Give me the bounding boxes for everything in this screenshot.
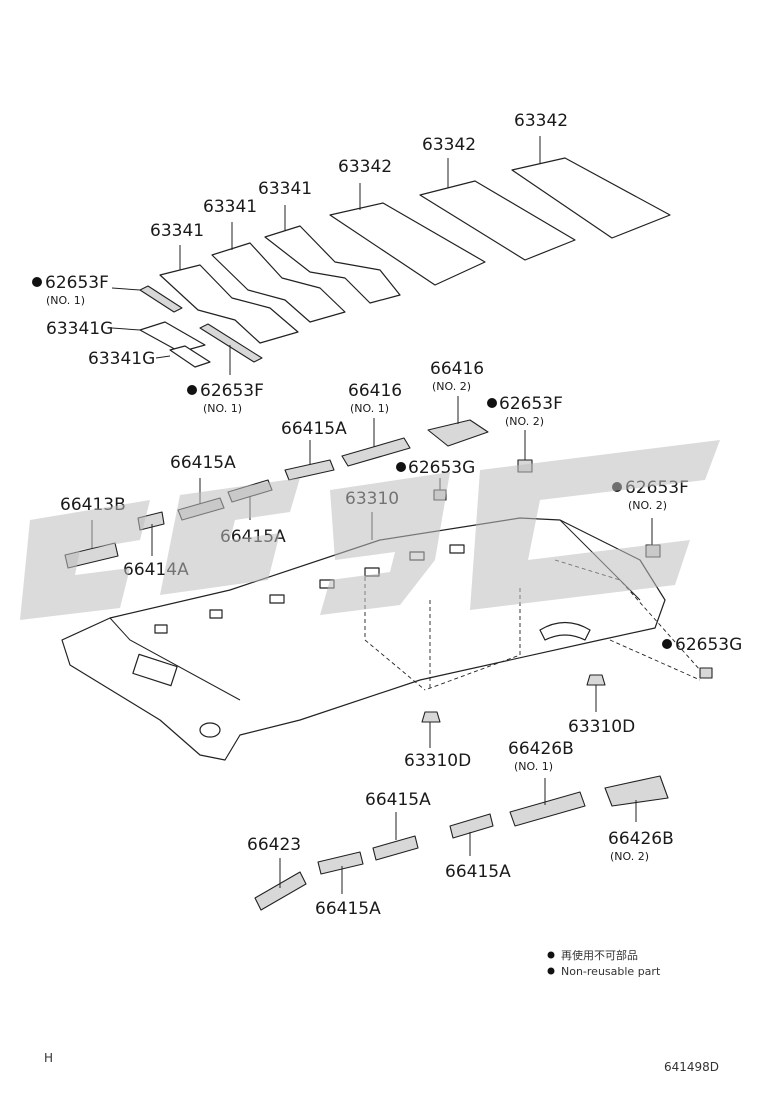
pad-63341g-a xyxy=(111,321,206,353)
pad-63342-right xyxy=(511,136,671,239)
label-62653f-no1-upper: 62653F xyxy=(45,273,109,293)
sublabel-62653f-no1-lower: (NO. 1) xyxy=(203,402,242,415)
label-63341-front: 63341 xyxy=(150,221,204,241)
label-62653g-upper: 62653G xyxy=(408,458,475,478)
clip-66423 xyxy=(254,858,307,911)
sublabel-62653f-no1-upper: (NO. 1) xyxy=(46,294,85,307)
label-66416-no1: 66416 xyxy=(348,381,402,401)
label-63310d-left: 63310D xyxy=(404,751,471,771)
clip-63310d-right xyxy=(586,674,606,712)
label-66415a-upper: 66415A xyxy=(281,419,347,439)
label-66415a-lower-b: 66415A xyxy=(445,862,511,882)
label-66426b-no1: 66426B xyxy=(508,739,574,759)
clip-66415a-lower-a xyxy=(372,812,419,861)
pad-63341-middle xyxy=(211,222,346,323)
non-reusable-dot xyxy=(487,398,497,408)
pad-63341-back xyxy=(264,205,401,304)
sublabel-66426b-no2: (NO. 2) xyxy=(610,850,649,863)
non-reusable-dot xyxy=(187,385,197,395)
legend-non-reusable-en: Non-reusable part xyxy=(561,965,661,978)
clip-66416-no2 xyxy=(427,396,489,447)
non-reusable-dot xyxy=(396,462,406,472)
label-63342-left: 63342 xyxy=(338,157,392,177)
pad-63341g-b xyxy=(155,345,211,368)
clip-66415a-lower-b xyxy=(449,813,494,856)
label-63342-right: 63342 xyxy=(514,111,568,131)
label-62653g-lower: 62653G xyxy=(675,635,742,655)
clip-66415a-lower-c xyxy=(317,851,364,894)
clip-66426b-no2 xyxy=(604,775,669,822)
label-62653f-no2-a: 62653F xyxy=(499,394,563,414)
label-66426b-no2: 66426B xyxy=(608,829,674,849)
label-63341g-b: 63341G xyxy=(88,349,155,369)
label-66416-no2: 66416 xyxy=(430,359,484,379)
clip-63310d-left xyxy=(421,711,441,748)
sublabel-62653f-no2-a: (NO. 2) xyxy=(505,415,544,428)
label-62653f-no1-lower: 62653F xyxy=(200,381,264,401)
label-63341-back: 63341 xyxy=(258,179,312,199)
legend-dot-en xyxy=(547,967,555,975)
label-63341-middle: 63341 xyxy=(203,197,257,217)
pad-63342-left xyxy=(329,183,486,286)
tape-62653f-no1-upper xyxy=(111,285,183,313)
sublabel-66416-no1: (NO. 1) xyxy=(350,402,389,415)
legend-non-reusable-cn: 再使用不可部品 xyxy=(561,948,638,962)
tape-62653f-no1-lower xyxy=(199,323,263,375)
label-63341g-a: 63341G xyxy=(46,319,113,339)
clip-66415a-upper xyxy=(284,440,335,481)
clip-62653g-lower xyxy=(699,667,713,679)
corner-mark: H xyxy=(44,1051,53,1065)
clip-66426b-no1 xyxy=(509,778,586,827)
watermark-logo xyxy=(20,440,720,620)
non-reusable-dot xyxy=(662,639,672,649)
non-reusable-dot xyxy=(32,277,42,287)
label-63310d-right: 63310D xyxy=(568,717,635,737)
pad-63342-middle xyxy=(419,158,576,261)
legend-dot-cn xyxy=(547,951,555,959)
label-66415a-mid-a: 66415A xyxy=(170,453,236,473)
label-66415a-lower-c: 66415A xyxy=(315,899,381,919)
label-63342-middle: 63342 xyxy=(422,135,476,155)
label-66423: 66423 xyxy=(247,835,301,855)
label-66415a-lower-a: 66415A xyxy=(365,790,431,810)
sublabel-66426b-no1: (NO. 1) xyxy=(514,760,553,773)
pad-63341-front xyxy=(159,245,299,344)
sublabel-66416-no2: (NO. 2) xyxy=(432,380,471,393)
drawing-number: 641498D xyxy=(664,1060,719,1074)
sublabel-62653f-no2-b: (NO. 2) xyxy=(628,499,667,512)
clip-66416-no1 xyxy=(341,418,411,467)
